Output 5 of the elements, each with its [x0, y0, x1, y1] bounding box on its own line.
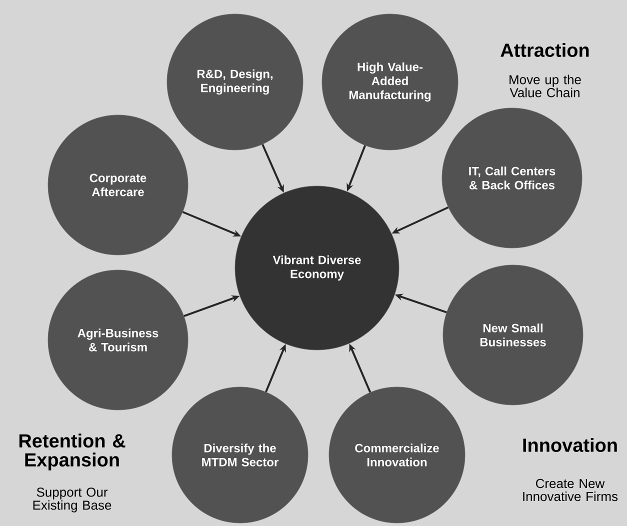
heading: Innovation	[523, 438, 617, 452]
heading: Attraction	[500, 43, 589, 57]
heading: Retention & Expansion	[19, 434, 126, 470]
subheading: Create New Innovative Firms	[523, 478, 618, 502]
subheading: Support Our Existing Base	[33, 488, 112, 512]
